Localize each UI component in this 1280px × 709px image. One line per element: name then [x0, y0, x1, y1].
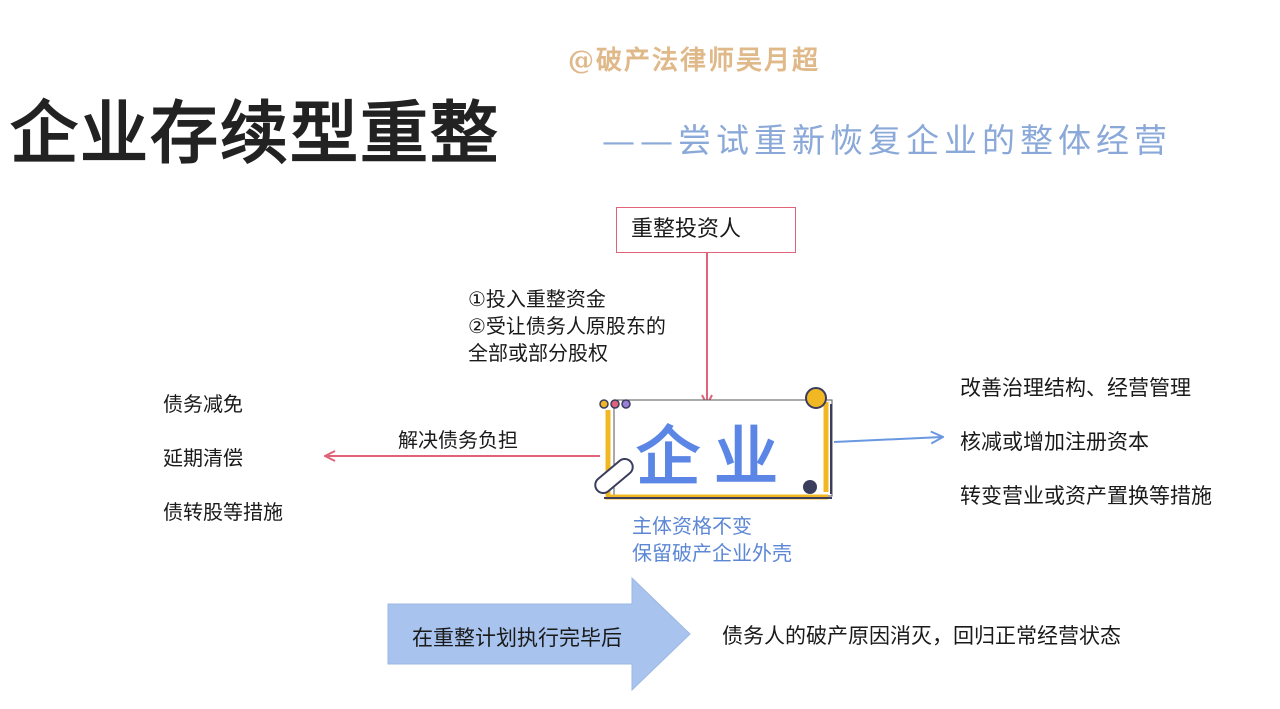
debt-relief-item: 债转股等措施: [163, 500, 283, 524]
enterprise-note-2: 保留破产企业外壳: [632, 541, 792, 565]
measures-arrow: [833, 437, 942, 442]
page-title: 企业存续型重整: [10, 95, 501, 174]
block-arrow-label: 在重整计划执行完毕后: [412, 626, 622, 650]
measure-item: 转变营业或资产置换等措施: [960, 484, 1212, 508]
enterprise-note-1: 主体资格不变: [632, 514, 752, 538]
watermark: @破产法律师吴月超: [568, 46, 821, 76]
resolve-debt-label: 解决债务负担: [398, 428, 518, 452]
enterprise-frame: [594, 387, 833, 500]
debt-relief-item: 债务减免: [163, 392, 243, 416]
measure-item: 核减或增加注册资本: [960, 430, 1149, 454]
measure-item: 改善治理结构、经营管理: [960, 376, 1191, 400]
debt-relief-list: 债务减免 延期清偿 债转股等措施: [163, 388, 283, 550]
investor-notes: ①投入重整资金 ②受让债务人原股东的 全部或部分股权: [468, 286, 666, 367]
outcome-text: 债务人的破产原因消灭，回归正常经营状态: [722, 624, 1121, 648]
page-subtitle: ——尝试重新恢复企业的整体经营: [602, 121, 1172, 160]
debt-relief-item: 延期清偿: [163, 446, 243, 470]
investor-note-3: 全部或部分股权: [468, 341, 608, 365]
investor-note-1: ①投入重整资金: [468, 287, 606, 311]
enterprise-notes: 主体资格不变 保留破产企业外壳: [632, 513, 792, 567]
investor-note-2: ②受让债务人原股东的: [468, 314, 666, 338]
block-arrow: [387, 576, 691, 692]
investor-box: 重整投资人: [616, 207, 796, 253]
operational-measures-list: 改善治理结构、经营管理 核减或增加注册资本 转变营业或资产置换等措施: [960, 372, 1212, 534]
enterprise-label: 企业: [636, 421, 792, 495]
